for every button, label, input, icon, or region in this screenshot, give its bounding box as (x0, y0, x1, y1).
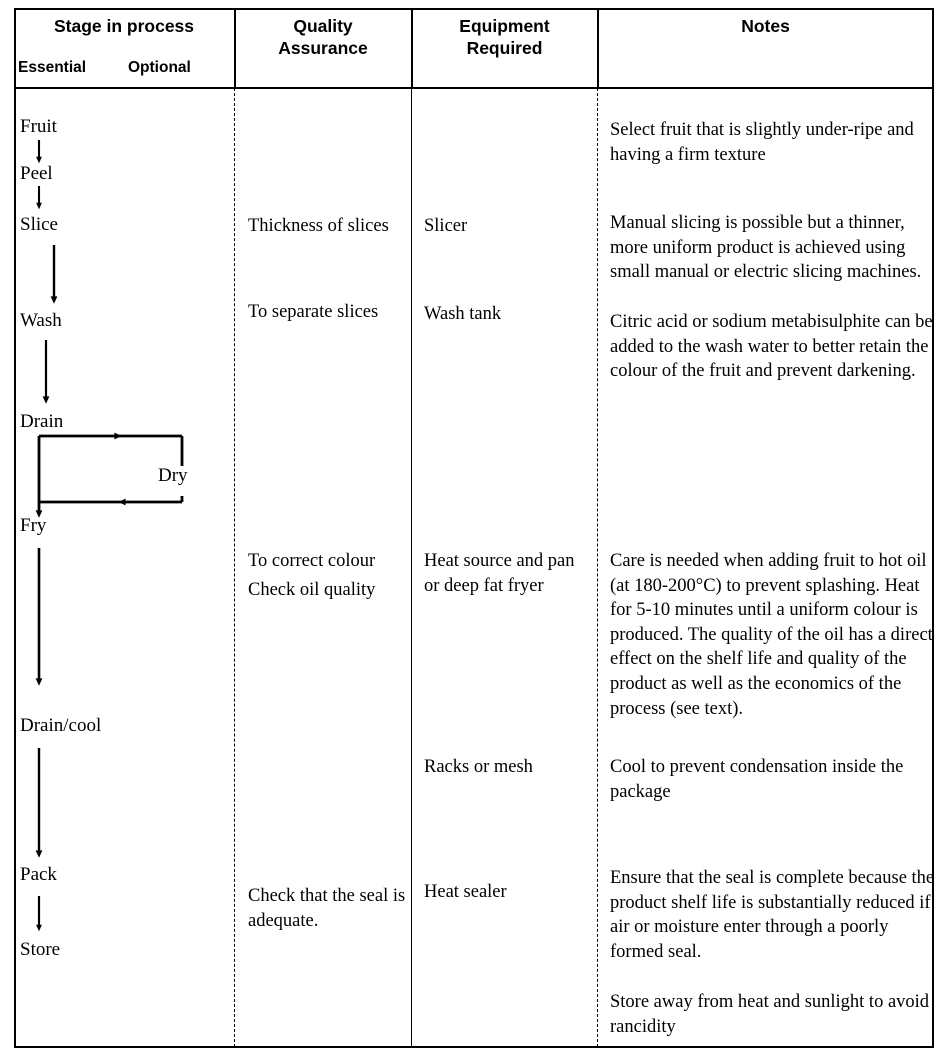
column-divider-header-3 (597, 8, 599, 88)
column-subheader-essential: Essential (18, 59, 87, 76)
quality-assurance-line-1: Quality (293, 16, 353, 36)
flow-step-store: Store (20, 939, 61, 960)
equipment-item-heat-sealer: Heat sealer (424, 882, 507, 902)
equipment-required-line-1: Equipment (459, 16, 550, 36)
column-divider-header-1 (234, 8, 236, 88)
qa-item-thickness-of-slices: Thickness of slices (248, 216, 389, 236)
flow-step-slice: Slice (20, 214, 58, 235)
note-select-fruit: Select fruit that is slightly under-ripe… (610, 120, 914, 165)
note-cool-package: Cool to prevent condensation inside the … (610, 757, 904, 802)
process-flowchart-arrows (35, 140, 184, 932)
note-manual-slicing: Manual slicing is possible but a thinner… (610, 213, 922, 283)
column-header-equipment-required: Equipment Required (413, 16, 596, 60)
flow-step-peel: Peel (20, 163, 53, 184)
qa-item-check-oil-quality: Check oil quality (248, 580, 376, 600)
column-header-stage-in-process: Stage in process (53, 16, 195, 36)
flow-step-drain-cool: Drain/cool (20, 715, 102, 736)
header-row-divider (14, 87, 934, 89)
table-border (14, 8, 934, 1048)
equipment-item-slicer: Slicer (424, 216, 468, 236)
note-citric-acid: Citric acid or sodium metabisulphite can… (610, 312, 933, 382)
column-header-quality-assurance: Quality Assurance (236, 16, 410, 60)
note-frying-care: Care is needed when adding fruit to hot … (610, 551, 933, 719)
column-subheader-optional: Optional (128, 59, 191, 76)
column-divider-header-2 (411, 8, 413, 88)
column-divider-body-1 (234, 88, 235, 1047)
flow-step-drain: Drain (20, 411, 64, 432)
column-divider-body-3 (597, 88, 598, 1047)
equipment-item-wash-tank: Wash tank (424, 304, 502, 324)
qa-item-check-seal-adequate: Check that the seal is adequate. (248, 886, 406, 931)
qa-item-to-separate-slices: To separate slices (248, 302, 379, 322)
column-header-notes: Notes (741, 16, 790, 36)
flow-step-dry: Dry (158, 465, 188, 486)
equipment-item-heat-source: Heat source and pan or deep fat fryer (424, 551, 575, 596)
note-store-away: Store away from heat and sunlight to avo… (610, 992, 930, 1037)
note-seal-complete: Ensure that the seal is complete because… (610, 868, 935, 962)
flow-step-fry: Fry (20, 515, 47, 536)
quality-assurance-line-2: Assurance (278, 37, 368, 58)
column-divider-body-2 (411, 88, 412, 1047)
equipment-required-line-2: Required (466, 37, 543, 58)
equipment-item-racks-mesh: Racks or mesh (424, 757, 533, 777)
flow-step-fruit: Fruit (20, 116, 57, 137)
qa-item-to-correct-colour: To correct colour (248, 551, 376, 571)
flow-step-pack: Pack (20, 864, 57, 885)
flow-step-wash: Wash (20, 310, 62, 331)
